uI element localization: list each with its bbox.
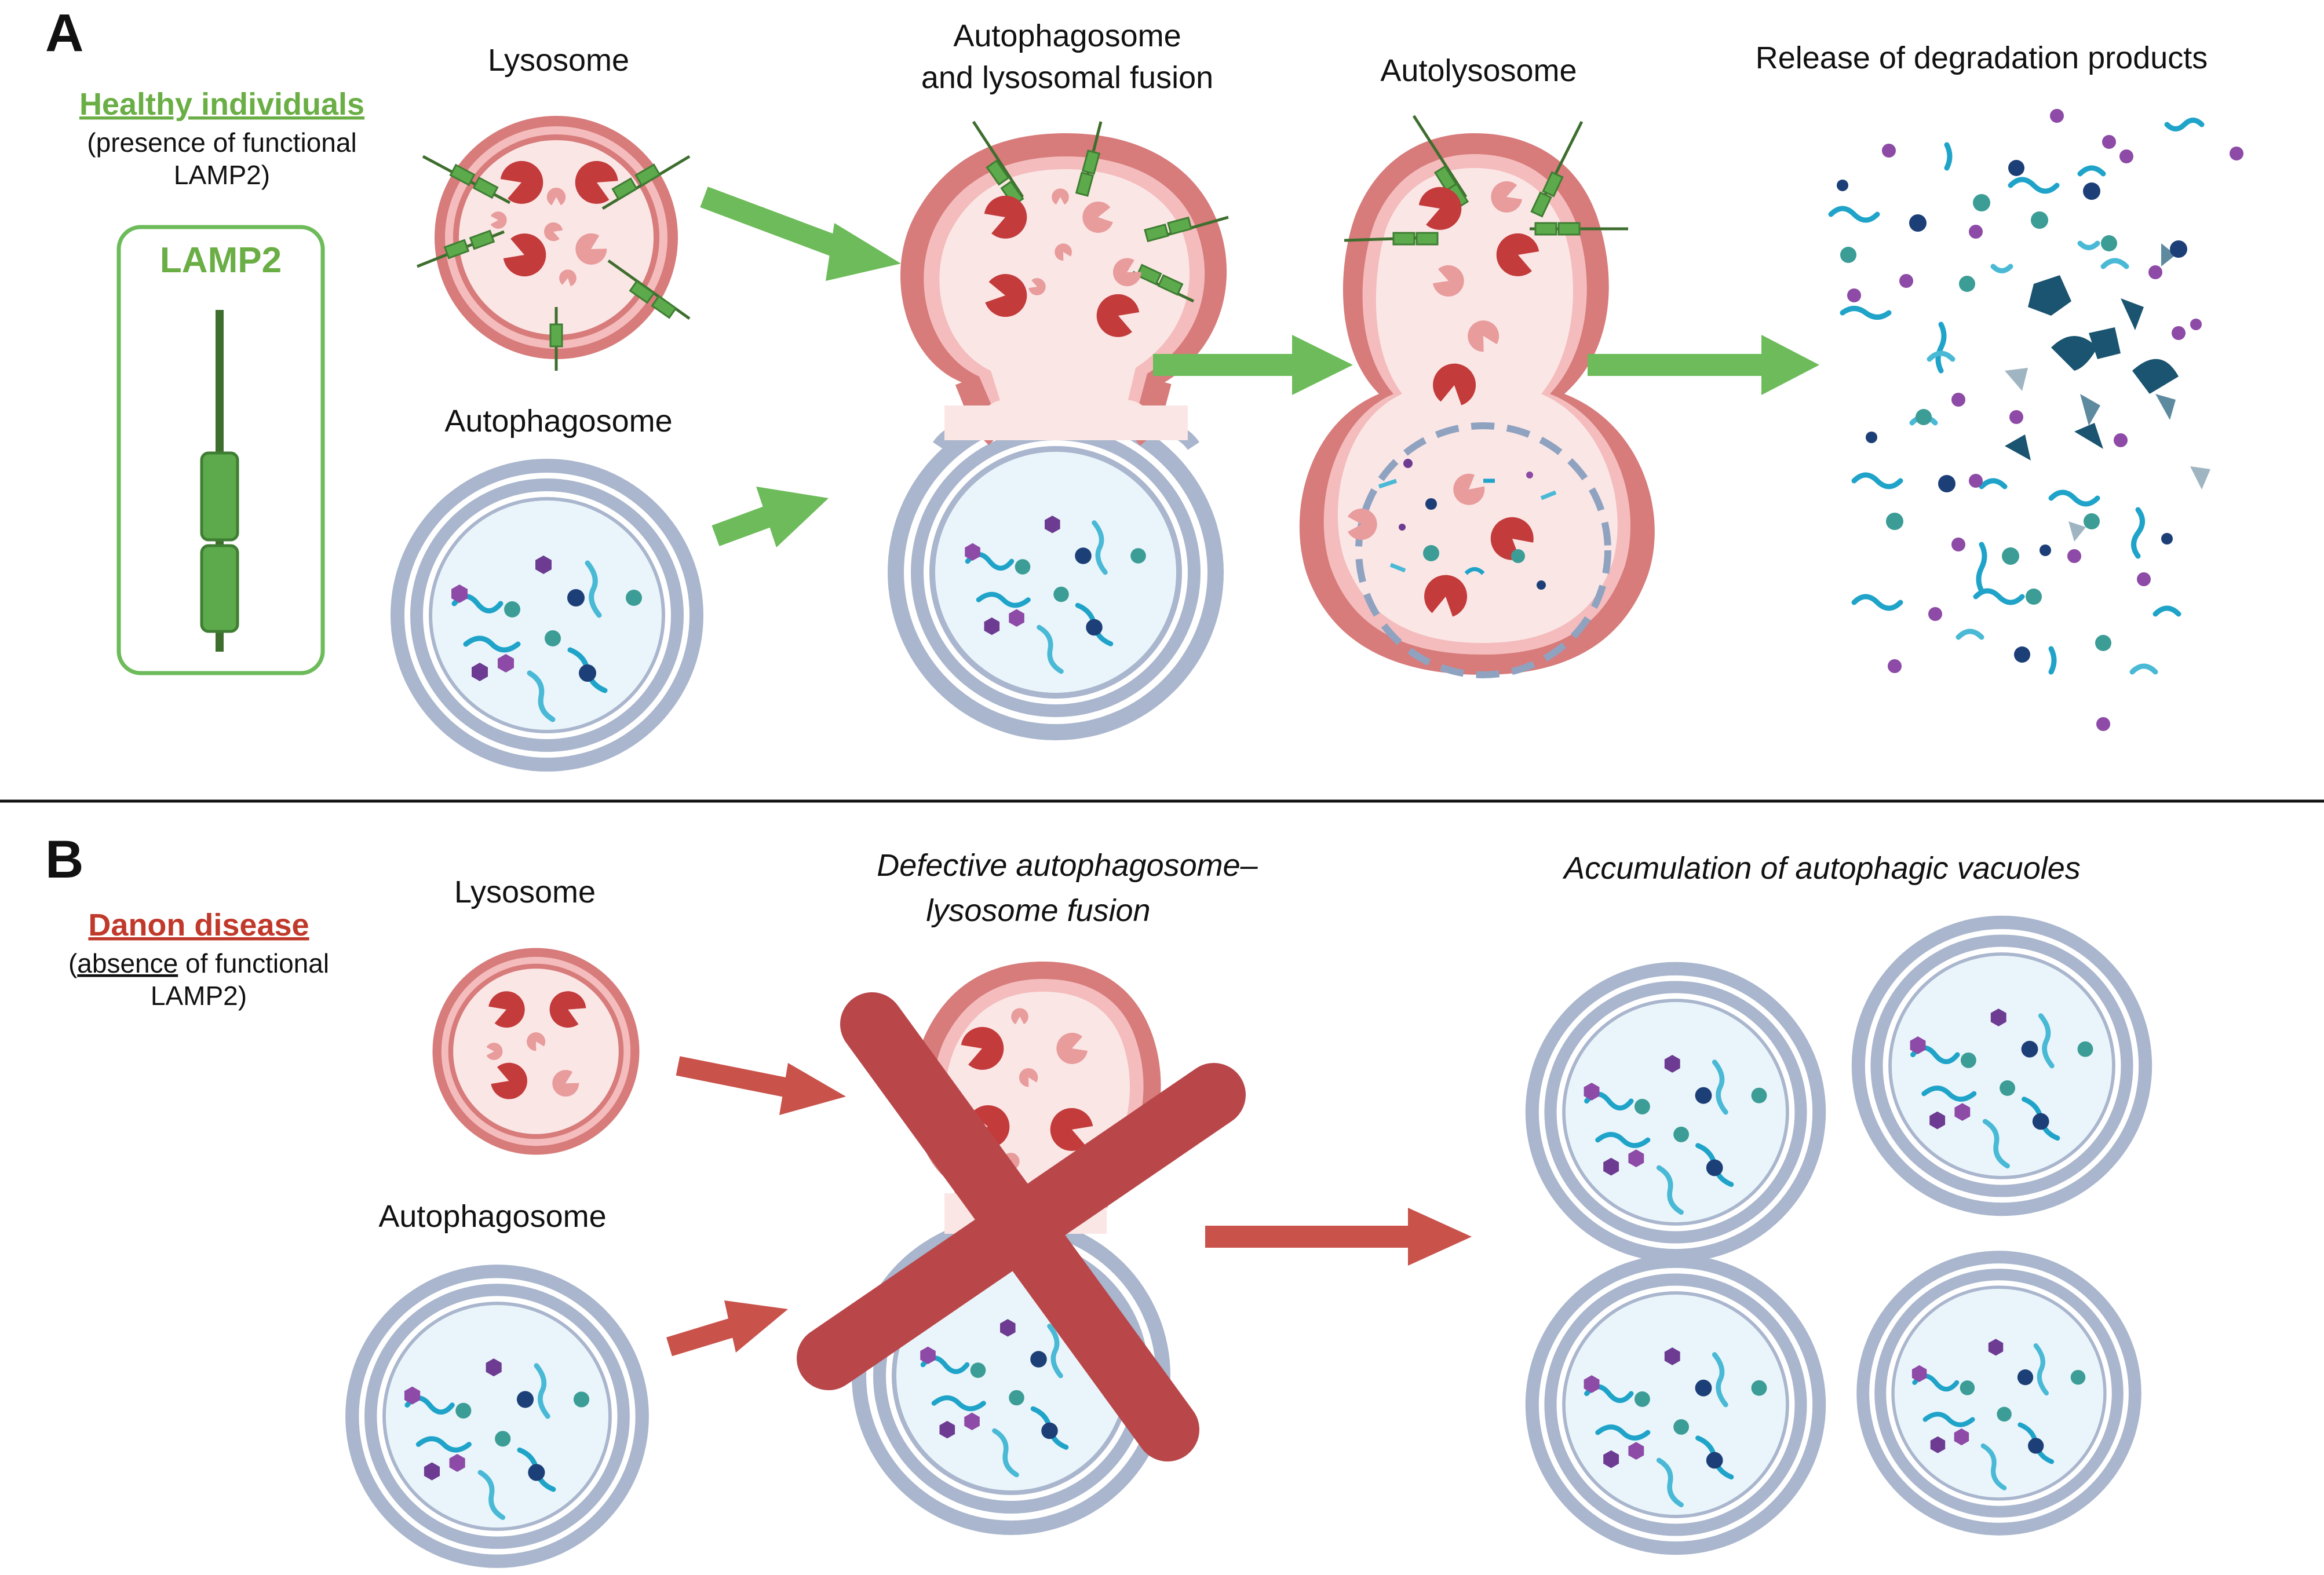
fusion-label-line1: Autophagosome [953,19,1181,53]
autophagosome-a [391,459,703,772]
arrow-autophagosome-to-fusion [712,487,829,547]
lamp2-protein-icon [200,310,239,652]
healthy-individuals-label: Healthy individuals [79,87,364,122]
arrow-fusion-to-autolysosome [1153,335,1353,395]
panel-a-letter: A [45,3,83,63]
autophagosome-b-label: Autophagosome [378,1199,606,1234]
accumulated-vacuole-3 [1526,1255,1826,1555]
panel-b-letter: B [45,830,83,889]
fusion-label-line2: and lysosomal fusion [921,60,1213,95]
defect-label-line2: lysosome fusion [926,893,1150,928]
danon-disease-label: Danon disease [88,908,309,942]
fusion-blocked-cross-icon [797,992,1246,1461]
fusion-vesicle-a [888,120,1229,740]
lysosome-b [432,948,640,1155]
lysosome-a [417,116,691,371]
arrow-autolysosome-to-release [1588,335,1819,395]
panel-b: B Danon disease (absence of functional L… [45,830,2152,1568]
arrow-b-lysosome-to-fusion [676,1056,846,1115]
danon-desc-line1: (absence of functional [68,948,329,978]
release-label: Release of degradation products [1756,41,2208,75]
autolysosome-label: Autolysosome [1380,53,1577,88]
accumulated-vacuole-2 [1852,916,2152,1216]
autophagosome-b [345,1265,649,1568]
panel-a: A Healthy individuals (presence of funct… [45,3,2243,772]
lysosome-a-label: Lysosome [488,43,629,78]
arrow-b-autophagosome-to-fusion [666,1300,788,1357]
defect-label-line1: Defective autophagosome– [877,848,1258,883]
lamp2-box-label: LAMP2 [160,240,282,280]
accumulated-vacuole-4 [1856,1251,2141,1535]
lysosome-b-label: Lysosome [454,875,596,909]
autolysosome [1299,115,1655,678]
healthy-desc-line2: LAMP2) [174,160,270,190]
autophagosome-a-label: Autophagosome [444,404,672,438]
healthy-desc-line1: (presence of functional [87,127,356,158]
arrow-b-to-accumulation [1205,1208,1472,1266]
arrow-lysosome-to-fusion [700,187,901,281]
autolysosome-cargo [1378,459,1557,590]
degradation-products [1828,109,2243,731]
accumulated-vacuole-1 [1526,962,1826,1262]
danon-desc-line2: LAMP2) [151,981,247,1011]
accumulation-label: Accumulation of autophagic vacuoles [1562,851,2081,886]
